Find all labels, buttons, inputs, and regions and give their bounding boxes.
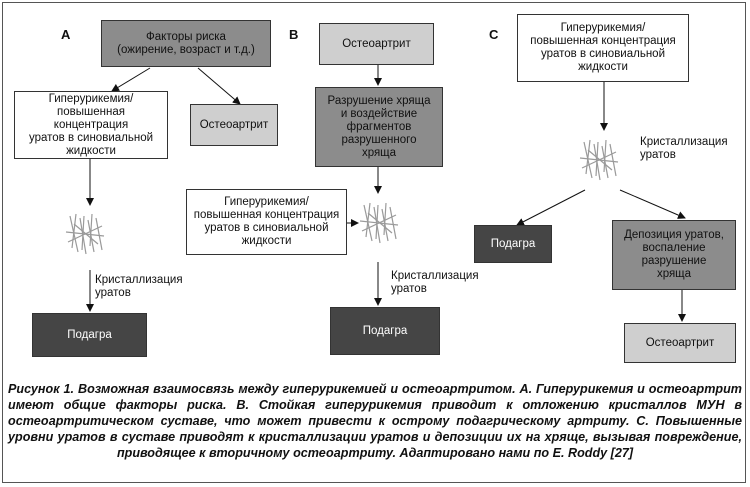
b-crystallization-label: Кристаллизация уратов bbox=[391, 270, 479, 295]
figure-caption: Рисунок 1. Возможная взаимосвязь между г… bbox=[8, 382, 742, 460]
c-deposition-box: Депозиция уратов, воспаление разрушение … bbox=[612, 220, 736, 290]
arrow-c-crystal-to-deposition bbox=[619, 189, 686, 219]
a-osteoarthritis-box: Остеоартрит bbox=[190, 104, 278, 146]
arrow-a-risk-to-oa bbox=[197, 67, 241, 105]
panel-letter-b: B bbox=[289, 27, 299, 42]
arrow-c-crystal-to-gout bbox=[516, 189, 586, 226]
b-cartilage-damage-box: Разрушение хряща и воздействие фрагменто… bbox=[315, 87, 443, 167]
a-risk-factors-box: Факторы риска (ожирение, возраст и т.д.) bbox=[101, 20, 271, 67]
c-hyperuricemia-box: Гиперурикемия/ повышенная концентрация у… bbox=[517, 14, 689, 82]
urate-crystal-icon bbox=[579, 139, 619, 181]
b-gout-box: Подагра bbox=[330, 307, 440, 355]
b-hyperuricemia-box: Гиперурикемия/ повышенная концентрация у… bbox=[186, 189, 347, 255]
a-crystallization-label: Кристаллизация уратов bbox=[95, 274, 183, 299]
c-gout-box: Подагра bbox=[474, 225, 552, 263]
panel-letter-c: C bbox=[489, 27, 499, 42]
c-crystallization-label: Кристаллизация уратов bbox=[640, 136, 728, 161]
arrow-a-risk-to-hyper bbox=[111, 67, 151, 92]
panel-letter-a: A bbox=[61, 27, 71, 42]
c-osteoarthritis-box: Остеоартрит bbox=[624, 323, 736, 363]
urate-crystal-icon bbox=[359, 202, 399, 244]
a-hyperuricemia-box: Гиперурикемия/ повышенная концентрация у… bbox=[14, 91, 168, 159]
a-gout-box: Подагра bbox=[32, 313, 147, 357]
urate-crystal-icon bbox=[65, 213, 105, 255]
b-osteoarthritis-box: Остеоартрит bbox=[319, 23, 434, 65]
